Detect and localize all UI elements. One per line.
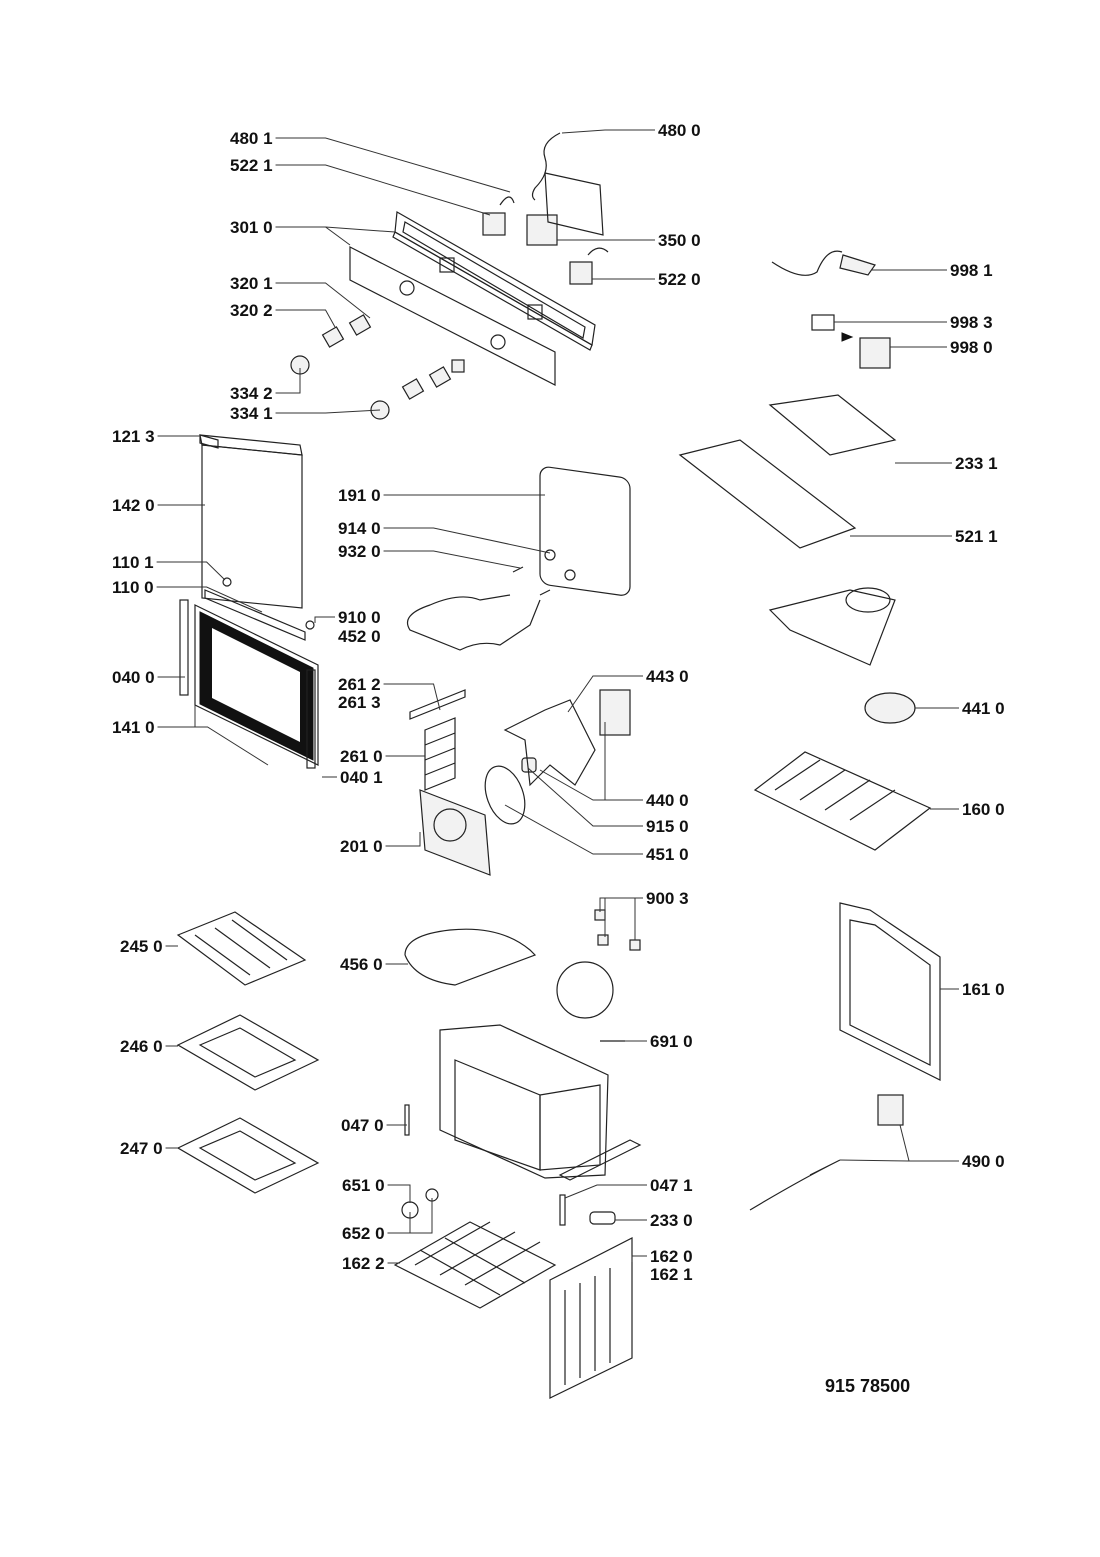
right-column-parts xyxy=(678,250,941,1211)
part-label-9140: 914 0 xyxy=(338,519,381,538)
part-drawings xyxy=(176,132,941,1399)
part-label-1420: 142 0 xyxy=(112,496,155,515)
part-label-6910: 691 0 xyxy=(650,1032,693,1051)
part-label-3010: 301 0 xyxy=(230,218,273,237)
part-label-1100: 110 0 xyxy=(112,578,154,597)
part-label-0471: 047 1 xyxy=(650,1176,693,1195)
switch-parts xyxy=(482,132,609,285)
leader-line-9320 xyxy=(383,550,521,569)
part-label-4801: 480 1 xyxy=(230,129,273,148)
part-label-3202: 320 2 xyxy=(230,301,273,320)
leader-line-4801 xyxy=(275,137,511,193)
part-label-3500: 350 0 xyxy=(658,231,701,250)
leader-line-4400 xyxy=(604,722,643,801)
part-label-1910: 191 0 xyxy=(338,486,381,505)
leader-line-1101 xyxy=(156,561,226,581)
part-label-0400: 040 0 xyxy=(112,668,155,687)
part-label-2450: 245 0 xyxy=(120,937,163,956)
part-label-2610: 261 0 xyxy=(340,747,383,766)
part-label-2612: 261 2 xyxy=(338,675,381,694)
leader-line-0471 xyxy=(564,1184,647,1199)
leader-line-9003 xyxy=(634,897,643,940)
part-label-9150: 915 0 xyxy=(646,817,689,836)
leader-line-4800 xyxy=(561,129,655,134)
oven-door-part xyxy=(179,434,319,769)
part-label-1213: 121 3 xyxy=(112,427,155,446)
part-label-1620: 162 0 xyxy=(650,1247,693,1266)
oven-internal-parts xyxy=(406,466,631,876)
part-label-9981: 998 1 xyxy=(950,261,993,280)
part-label-2460: 246 0 xyxy=(120,1037,163,1056)
part-label-1621: 162 1 xyxy=(650,1265,693,1284)
part-label-5221: 522 1 xyxy=(230,156,273,175)
part-label-0401: 040 1 xyxy=(340,768,383,787)
leader-line-4510 xyxy=(504,804,643,855)
control-panel-part xyxy=(349,211,596,386)
leader-line-5221 xyxy=(275,164,491,216)
leader-line-9003 xyxy=(599,897,643,912)
part-label-1622: 162 2 xyxy=(342,1254,385,1273)
part-label-4900: 490 0 xyxy=(962,1152,1005,1171)
leader-line-1620 xyxy=(631,1255,647,1262)
leader-line-3202 xyxy=(275,309,336,328)
part-label-3341: 334 1 xyxy=(230,404,273,423)
part-label-4400: 440 0 xyxy=(646,791,689,810)
part-label-5220: 522 0 xyxy=(658,270,701,289)
knob-parts xyxy=(290,314,465,420)
leader-line-6510 xyxy=(387,1184,411,1203)
part-label-6510: 651 0 xyxy=(342,1176,385,1195)
leader-line-3201 xyxy=(275,282,371,319)
leader-line-4400 xyxy=(539,769,643,801)
part-label-0470: 047 0 xyxy=(341,1116,384,1135)
leader-line-2612 xyxy=(383,683,441,711)
part-label-4800: 480 0 xyxy=(658,121,701,140)
leader-line-6520 xyxy=(387,1198,433,1234)
part-label-9983: 998 3 xyxy=(950,313,993,332)
part-label-4520: 452 0 xyxy=(338,627,381,646)
part-label-9100: 910 0 xyxy=(338,608,381,627)
leader-line-6520 xyxy=(387,1212,411,1234)
part-label-6520: 652 0 xyxy=(342,1224,385,1243)
part-label-4510: 451 0 xyxy=(646,845,689,864)
part-label-2010: 201 0 xyxy=(340,837,383,856)
leader-line-1410 xyxy=(157,705,196,728)
part-label-1101: 110 1 xyxy=(112,553,154,572)
part-label-1610: 161 0 xyxy=(962,980,1005,999)
leader-line-3341 xyxy=(275,409,381,414)
part-label-9980: 998 0 xyxy=(950,338,993,357)
leader-line-9140 xyxy=(383,527,551,554)
leader-line-3010 xyxy=(275,226,396,233)
part-label-5211: 521 1 xyxy=(955,527,998,546)
leader-line-3342 xyxy=(275,368,301,394)
part-label-3201: 320 1 xyxy=(230,274,273,293)
part-label-9003: 900 3 xyxy=(646,889,689,908)
leader-line-9150 xyxy=(527,767,643,827)
part-label-2613: 261 3 xyxy=(338,693,381,712)
part-label-3342: 334 2 xyxy=(230,384,273,403)
leader-line-4430 xyxy=(567,675,643,713)
leader-line-1410 xyxy=(157,726,269,766)
drawing-number: 915 78500 xyxy=(825,1376,910,1396)
part-label-4410: 441 0 xyxy=(962,699,1005,718)
leader-line-2010 xyxy=(385,832,421,847)
part-label-2470: 247 0 xyxy=(120,1139,163,1158)
leader-line-1213 xyxy=(157,435,201,437)
tray-parts xyxy=(176,911,320,1194)
leader-line-3010 xyxy=(275,226,351,246)
part-label-1410: 141 0 xyxy=(112,718,155,737)
leader-line-4900 xyxy=(899,1124,959,1162)
part-label-9320: 932 0 xyxy=(338,542,381,561)
leader-lines xyxy=(156,129,959,1264)
oven-cavity-part xyxy=(393,909,642,1399)
part-label-1600: 160 0 xyxy=(962,800,1005,819)
part-label-4560: 456 0 xyxy=(340,955,383,974)
leader-line-1100 xyxy=(156,586,263,613)
part-label-2330: 233 0 xyxy=(650,1211,693,1230)
part-label-2331: 233 1 xyxy=(955,454,998,473)
part-label-4430: 443 0 xyxy=(646,667,689,686)
leader-line-9100 xyxy=(314,616,335,623)
leader-line-9003 xyxy=(604,897,643,937)
